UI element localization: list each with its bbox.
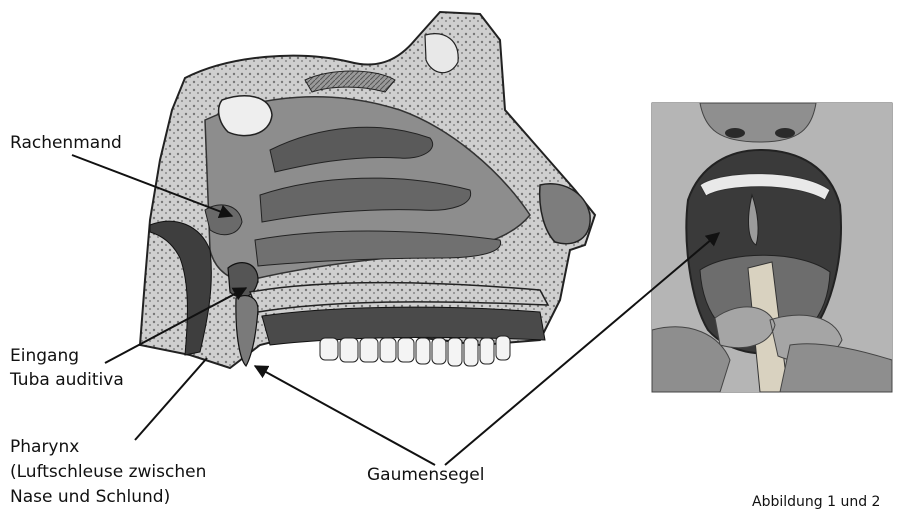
label-eingang: Eingang bbox=[10, 345, 79, 368]
open-mouth-illustration bbox=[652, 103, 892, 392]
pointer-pharynx bbox=[135, 358, 207, 440]
label-rachenmandel: Rachenmand bbox=[10, 132, 122, 155]
nasal-cavity-illustration bbox=[140, 12, 595, 368]
label-pharynx-sub1: (Luftschleuse zwischen bbox=[10, 461, 206, 484]
nostril-left bbox=[725, 128, 745, 138]
sphenoid-sinus bbox=[219, 96, 272, 136]
label-gaumensegel: Gaumensegel bbox=[367, 464, 484, 487]
label-pharynx: Pharynx bbox=[10, 436, 79, 459]
teeth bbox=[320, 336, 510, 366]
figure-caption: Abbildung 1 und 2 bbox=[752, 494, 880, 510]
label-tuba-auditiva: Tuba auditiva bbox=[10, 369, 124, 392]
nostril-right bbox=[775, 128, 795, 138]
pointer-gaumensegel-1 bbox=[255, 366, 435, 465]
label-pharynx-sub2: Nase und Schlund) bbox=[10, 486, 170, 509]
